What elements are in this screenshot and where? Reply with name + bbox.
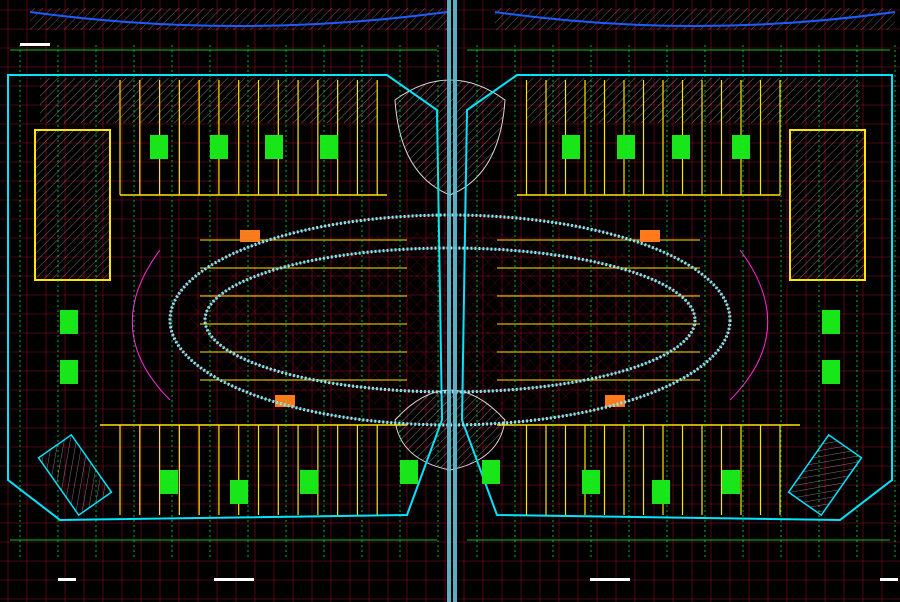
shop-fill-green	[822, 360, 840, 384]
stair-fill-orange	[240, 230, 260, 242]
water-edge-top	[494, 11, 896, 27]
shop-fill-green	[672, 135, 690, 159]
title-bar-top-left	[20, 43, 50, 46]
shop-fill-green	[320, 135, 338, 159]
shop-fill-green	[617, 135, 635, 159]
landscape-band-top	[495, 8, 895, 30]
water-edge-top	[29, 11, 448, 27]
side-block-outline	[34, 129, 111, 281]
parking-hatch-top	[40, 78, 377, 123]
ramp-hatch	[37, 433, 113, 517]
title-bar-corner-right	[880, 578, 898, 581]
shop-fill-green	[300, 470, 318, 494]
stair-fill-orange	[640, 230, 660, 242]
shop-fill-green	[60, 360, 78, 384]
side-hatch-block	[790, 130, 865, 280]
shop-fill-green	[60, 310, 78, 334]
colored-fill-layer	[60, 135, 840, 504]
title-bar-bottom-left-b	[214, 578, 254, 581]
side-block-outline	[789, 129, 866, 281]
shop-fill-green	[400, 460, 418, 484]
shop-fill-green	[562, 135, 580, 159]
ramp-hatch	[787, 433, 863, 517]
shop-fill-green	[732, 135, 750, 159]
green-axis-layer	[10, 45, 896, 560]
room-partition-layer	[34, 80, 866, 515]
shop-fill-green	[160, 470, 178, 494]
building-outline	[7, 74, 444, 522]
magenta-curve	[131, 249, 171, 401]
shop-fill-green	[210, 135, 228, 159]
building-outline	[460, 74, 893, 522]
parking-hatch-top	[527, 78, 860, 123]
title-bar-bottom-left-a	[58, 578, 76, 581]
title-bar-bottom-right	[590, 578, 630, 581]
shop-fill-green	[482, 460, 500, 484]
shop-fill-green	[265, 135, 283, 159]
shop-fill-green	[822, 310, 840, 334]
landscape-band-top	[30, 8, 447, 30]
magenta-curve	[729, 249, 769, 401]
shop-fill-green	[722, 470, 740, 494]
shop-fill-green	[652, 480, 670, 504]
side-hatch-block	[35, 130, 110, 280]
viewport-divider-left	[447, 0, 451, 602]
shop-fill-green	[150, 135, 168, 159]
building-outline-layer	[7, 11, 896, 522]
viewport-divider-right	[453, 0, 457, 602]
shop-fill-green	[230, 480, 248, 504]
stair-fill-orange	[605, 395, 625, 407]
